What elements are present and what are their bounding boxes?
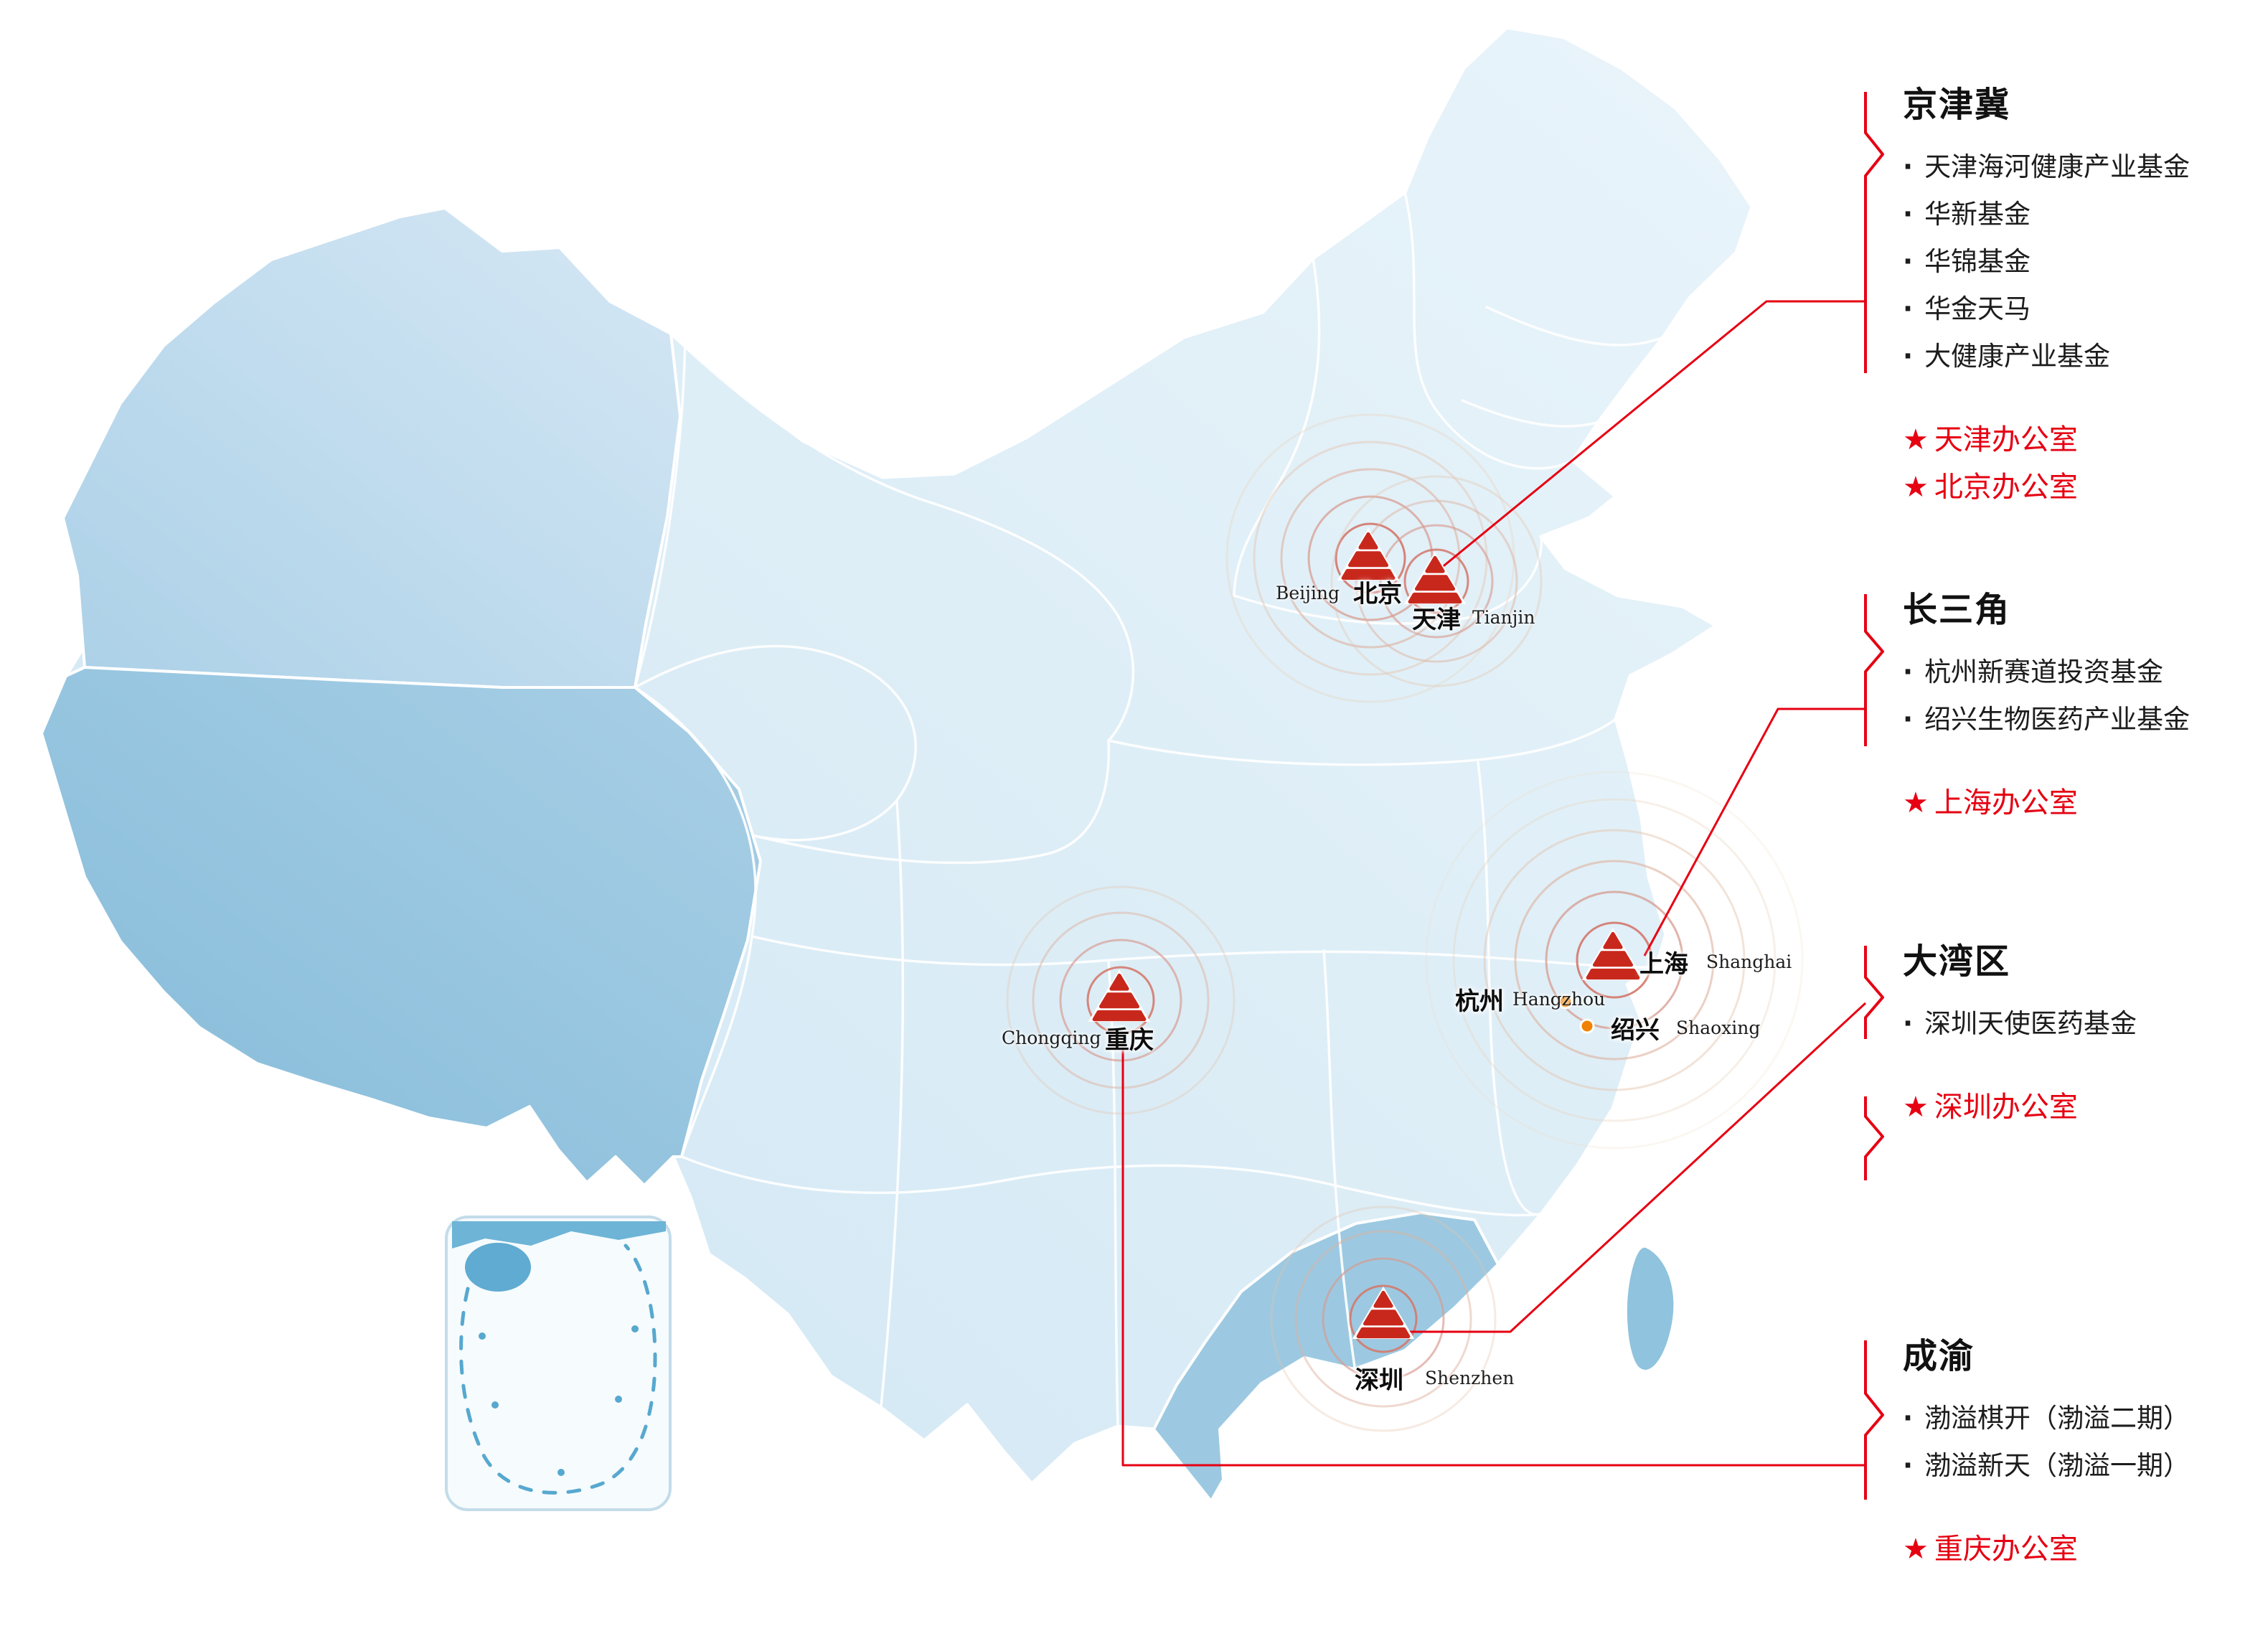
fund-item: · 华金天马 xyxy=(1903,286,2268,333)
office-list: ★ 深圳办公室 xyxy=(1903,1083,2268,1131)
region-bracket-lines xyxy=(1864,92,1884,1500)
dot-hangzhou-icon xyxy=(1558,994,1573,1010)
office-item: ★ 天津办公室 xyxy=(1903,416,2268,464)
bracket-changsanjiao xyxy=(1864,594,1884,746)
ripple-rings-tianjin xyxy=(1330,475,1543,687)
fund-name: 天津海河健康产业基金 xyxy=(1924,151,2191,182)
connector-chongqing-chengyu xyxy=(1121,1042,1865,1467)
office-name: 上海办公室 xyxy=(1934,786,2078,819)
region-block-chengyu: 成渝 · 渤溢棋开（渤溢二期） · 渤溢新天（渤溢一期） ★ 重庆办公室 xyxy=(1903,1336,2268,1573)
office-name: 深圳办公室 xyxy=(1934,1091,2078,1124)
region-title: 京津冀 xyxy=(1903,85,2011,125)
fund-name: 华锦基金 xyxy=(1924,246,2031,277)
city-label-tianjin-zh: 天津 xyxy=(1412,606,1461,634)
province-tibet xyxy=(40,666,762,1187)
city-label-shaoxing-zh: 绍兴 xyxy=(1611,1016,1660,1045)
bullet-icon: · xyxy=(1903,1008,1914,1039)
city-label-chongqing-zh: 重庆 xyxy=(1105,1026,1154,1055)
bullet-icon: · xyxy=(1903,293,1914,324)
city-label-tianjin-en: Tianjin xyxy=(1472,607,1535,628)
province-xinjiang xyxy=(62,207,682,689)
city-label-shenzhen-en: Shenzhen xyxy=(1425,1368,1515,1388)
fund-item: · 天津海河健康产业基金 xyxy=(1903,144,2268,191)
connector-shenzhen-dawanqu xyxy=(1406,1002,1867,1333)
bullet-icon: · xyxy=(1903,341,1914,372)
star-icon: ★ xyxy=(1903,471,1929,504)
fund-name: 杭州新赛道投资基金 xyxy=(1924,657,2164,687)
bullet-icon: · xyxy=(1903,246,1914,277)
fund-name: 华金天马 xyxy=(1924,293,2031,324)
ripple-rings-chongqing xyxy=(1006,885,1236,1115)
city-label-hangzhou-zh: 杭州 xyxy=(1455,987,1504,1016)
fund-name: 深圳天使医药基金 xyxy=(1924,1008,2137,1039)
ripple-rings-shanghai xyxy=(1425,771,1804,1150)
province-boundaries xyxy=(634,191,1665,1428)
connector-shanghai-changsanjiao xyxy=(1643,707,1865,956)
fund-item: · 杭州新赛道投资基金 xyxy=(1903,649,2268,696)
fund-name: 华新基金 xyxy=(1924,199,2031,230)
star-icon: ★ xyxy=(1903,1091,1929,1124)
region-title: 长三角 xyxy=(1903,590,2011,630)
city-label-shenzhen-zh: 深圳 xyxy=(1355,1366,1403,1395)
office-list: ★ 上海办公室 xyxy=(1903,779,2268,827)
fund-item: · 深圳天使医药基金 xyxy=(1903,1000,2268,1048)
fund-item: · 渤溢新天（渤溢一期） xyxy=(1903,1442,2268,1490)
dot-shaoxing-icon xyxy=(1579,1018,1595,1034)
bullet-icon: · xyxy=(1903,1450,1914,1481)
region-title: 大湾区 xyxy=(1903,941,2011,982)
fund-item: · 大健康产业基金 xyxy=(1903,333,2268,380)
connector-tianjin-jingjinji xyxy=(1440,300,1865,570)
bullet-icon: · xyxy=(1903,704,1914,735)
office-name: 天津办公室 xyxy=(1934,423,2078,456)
office-item: ★ 上海办公室 xyxy=(1903,779,2268,827)
province-taiwan xyxy=(1624,1245,1676,1372)
bracket-chengyu xyxy=(1864,1340,1884,1500)
city-label-shaoxing-en: Shaoxing xyxy=(1676,1017,1761,1038)
fund-item: · 渤溢棋开（渤溢二期） xyxy=(1903,1395,2268,1442)
office-list: ★ 重庆办公室 xyxy=(1903,1525,2268,1573)
city-label-shanghai-zh: 上海 xyxy=(1639,950,1688,979)
office-list: ★ 天津办公室 ★ 北京办公室 xyxy=(1903,416,2268,511)
ripple-rings-shenzhen xyxy=(1270,1205,1497,1432)
fund-name: 渤溢棋开（渤溢二期） xyxy=(1924,1403,2191,1434)
fund-item: · 华新基金 xyxy=(1903,191,2268,238)
bracket-dawanqu-b xyxy=(1864,1096,1884,1180)
bullet-icon: · xyxy=(1903,199,1914,230)
region-block-changsanjiao: 长三角 · 杭州新赛道投资基金 · 绍兴生物医药产业基金 ★ 上海办公室 xyxy=(1903,590,2268,827)
bullet-icon: · xyxy=(1903,151,1914,182)
fund-name: 大健康产业基金 xyxy=(1924,341,2111,372)
fund-name: 绍兴生物医药产业基金 xyxy=(1924,704,2191,735)
office-item: ★ 北京办公室 xyxy=(1903,464,2268,511)
south-china-sea-inset xyxy=(445,1216,672,1511)
bracket-jingjinji xyxy=(1864,92,1884,373)
office-item: ★ 深圳办公室 xyxy=(1903,1083,2268,1131)
office-name: 北京办公室 xyxy=(1934,471,2078,504)
fund-item: · 华锦基金 xyxy=(1903,238,2268,286)
region-block-jingjinji: 京津冀 · 天津海河健康产业基金 · 华新基金 · 华锦基金 · 华金天马 · … xyxy=(1903,85,2268,511)
bullet-icon: · xyxy=(1903,657,1914,687)
fund-name: 渤溢新天（渤溢一期） xyxy=(1924,1450,2191,1481)
star-icon: ★ xyxy=(1903,1533,1929,1566)
city-label-beijing-en: Beijing xyxy=(1276,583,1340,603)
bracket-dawanqu-a xyxy=(1864,946,1884,1039)
bullet-icon: · xyxy=(1903,1403,1914,1434)
star-icon: ★ xyxy=(1903,786,1929,819)
city-label-hangzhou-en: Hangzhou xyxy=(1512,989,1606,1010)
office-name: 重庆办公室 xyxy=(1934,1533,2078,1566)
city-label-shanghai-en: Shanghai xyxy=(1706,951,1792,972)
connector-lines xyxy=(1121,300,1867,1467)
city-label-beijing-zh: 北京 xyxy=(1353,580,1402,608)
region-title: 成渝 xyxy=(1903,1336,1975,1376)
fund-item: · 绍兴生物医药产业基金 xyxy=(1903,696,2268,743)
office-item: ★ 重庆办公室 xyxy=(1903,1525,2268,1573)
star-icon: ★ xyxy=(1903,423,1929,456)
region-block-dawanqu: 大湾区 · 深圳天使医药基金 ★ 深圳办公室 xyxy=(1903,941,2268,1131)
city-label-chongqing-en: Chongqing xyxy=(1002,1028,1101,1048)
